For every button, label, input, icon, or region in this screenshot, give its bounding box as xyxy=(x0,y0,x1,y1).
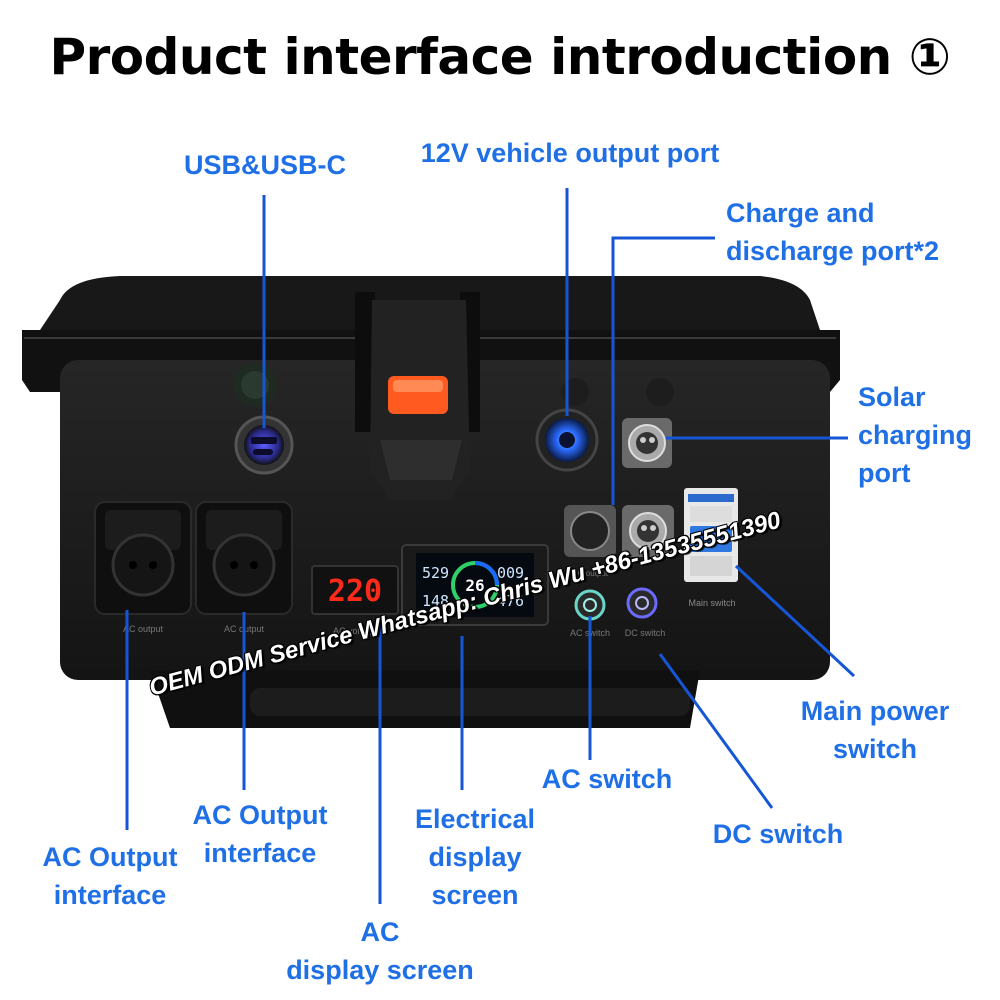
label-vehicle-port: 12V vehicle output port xyxy=(420,138,720,168)
label-ac-output-left: AC Output interface xyxy=(42,842,178,910)
label-ac-display: AC display screen xyxy=(286,917,474,985)
svg-text:AC output: AC output xyxy=(123,624,164,634)
svg-text:AC voltage: AC voltage xyxy=(333,626,377,636)
label-usb: USB&USB-C xyxy=(184,150,346,180)
label-dc-switch: DC switch xyxy=(712,819,844,849)
svg-text:009: 009 xyxy=(497,564,524,582)
ac-switch-button xyxy=(574,589,606,621)
ac-socket-right xyxy=(195,501,293,615)
svg-text:220: 220 xyxy=(328,574,382,609)
page-title: Product interface introduction ① xyxy=(49,28,951,86)
svg-text:DC output: DC output xyxy=(572,569,609,578)
label-ac-output-right: AC Output interface xyxy=(192,800,328,868)
svg-text:DC switch: DC switch xyxy=(625,628,666,638)
ac-socket-left xyxy=(94,501,192,615)
leader-lines xyxy=(125,188,856,904)
svg-text:Main switch: Main switch xyxy=(688,598,735,608)
svg-text:26: 26 xyxy=(465,576,484,595)
label-charge-discharge: Charge and discharge port*2 xyxy=(726,198,940,266)
svg-text:529: 529 xyxy=(422,564,449,582)
dc-switch-button xyxy=(626,587,658,619)
svg-text:476: 476 xyxy=(497,592,524,610)
ac-voltage-meter xyxy=(311,565,399,615)
label-solar: Solar charging port xyxy=(858,382,973,488)
label-main-power: Main power switch xyxy=(800,696,950,764)
label-ac-switch: AC switch xyxy=(541,764,673,794)
latch-bracket-left xyxy=(355,292,375,432)
label-electrical-display: Electrical display screen xyxy=(414,804,536,910)
svg-text:148: 148 xyxy=(422,592,449,610)
